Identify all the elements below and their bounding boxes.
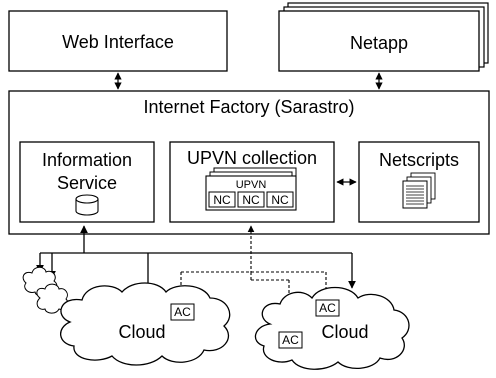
upvn-collection-label: UPVN collection [187, 148, 317, 168]
internet-factory-label: Internet Factory (Sarastro) [143, 97, 354, 117]
database-icon [75, 194, 99, 216]
cloud-label: Cloud [118, 322, 165, 342]
internet-factory-box [8, 90, 490, 235]
nc-module-2: NC [237, 191, 265, 208]
svg-text:AC: AC [282, 333, 299, 347]
netapp-stack [278, 2, 489, 72]
ac-module: AC [315, 299, 340, 317]
ac-module: AC [278, 331, 303, 349]
small-cloud-cluster [22, 266, 69, 314]
svg-text:NC: NC [242, 193, 260, 207]
cloud-label: Cloud [321, 322, 368, 342]
information-service-line1: Information [42, 150, 132, 170]
web-interface-label: Web Interface [62, 32, 174, 52]
information-service-links [36, 225, 356, 292]
svg-text:AC: AC [174, 305, 191, 319]
information-service-line2: Service [57, 173, 117, 193]
netscripts-label: Netscripts [379, 150, 459, 170]
netapp-label: Netapp [350, 33, 408, 53]
nc-module-3: NC [266, 191, 294, 208]
svg-text:NC: NC [213, 193, 231, 207]
svg-text:AC: AC [319, 301, 336, 315]
nc-module-1: NC [208, 191, 236, 208]
document-stack-icon [402, 172, 436, 209]
upvn-inner-label: UPVN [236, 179, 267, 191]
ac-module: AC [170, 303, 195, 321]
web-interface-box [8, 10, 228, 72]
cloud-shape [254, 286, 410, 370]
svg-text:NC: NC [271, 193, 289, 207]
